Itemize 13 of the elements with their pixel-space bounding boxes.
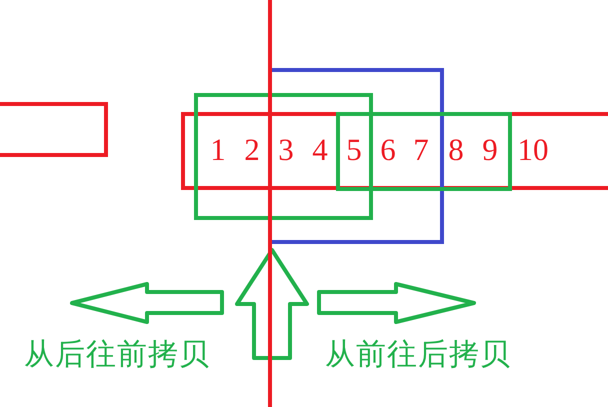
number-label: 10 (518, 134, 548, 165)
direction-label: 从后往前拷贝 (24, 340, 210, 370)
number-label: 7 (413, 134, 429, 165)
number-label: 9 (482, 134, 498, 165)
number-label: 3 (278, 134, 294, 165)
number-label: 1 (210, 134, 226, 165)
number-label: 4 (312, 134, 328, 165)
number-label: 8 (448, 134, 464, 165)
number-label: 2 (244, 134, 260, 165)
direction-label: 从前往后拷贝 (325, 340, 511, 370)
number-label: 6 (380, 134, 396, 165)
memory-block (0, 102, 108, 157)
number-label: 5 (346, 134, 362, 165)
